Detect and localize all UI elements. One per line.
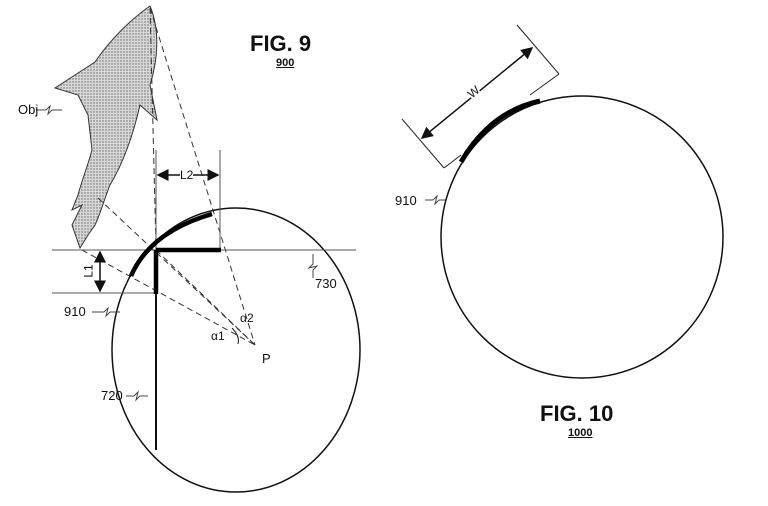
circle-910	[111, 207, 361, 493]
label-730: 730	[315, 276, 337, 291]
label-alpha1: α1	[211, 329, 225, 343]
shark-object	[53, 5, 158, 250]
leader-lines	[36, 104, 446, 402]
width-bracket	[401, 24, 560, 169]
label-910-fig10: 910	[395, 193, 417, 208]
fig9-number: 900	[276, 57, 295, 69]
circle-910-fig10	[440, 95, 724, 379]
fig9-title: FIG. 9	[250, 31, 312, 56]
label-p: P	[262, 351, 271, 366]
highlighted-segments	[128, 211, 221, 294]
fig10-title: FIG. 10	[540, 401, 614, 426]
label-l1: L1	[81, 264, 96, 278]
angle-arc	[231, 327, 239, 345]
label-l2: L2	[180, 168, 194, 182]
fig10-number: 1000	[568, 427, 593, 439]
label-910: 910	[64, 304, 86, 319]
label-720: 720	[101, 388, 123, 403]
highlighted-arc-fig10	[458, 98, 541, 164]
label-obj: Obj	[18, 102, 39, 117]
sight-lines	[81, 7, 256, 346]
label-alpha2: α2	[240, 311, 254, 325]
